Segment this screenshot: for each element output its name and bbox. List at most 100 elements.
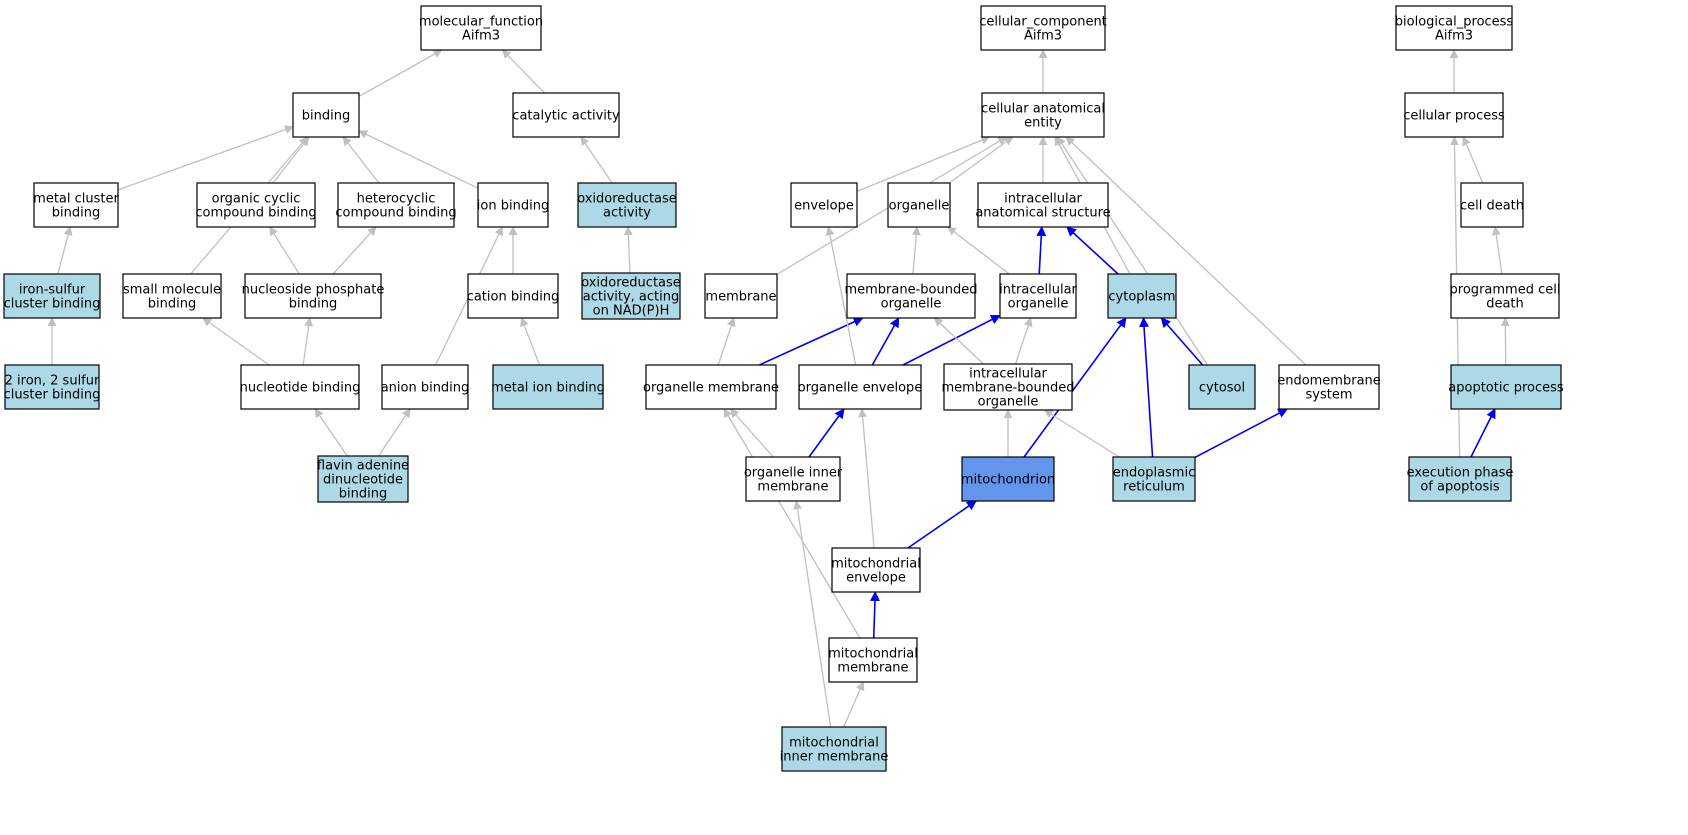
node-box-cc_root — [980, 5, 1106, 51]
node-ionbinding[interactable]: ion binding — [477, 182, 549, 228]
node-label-cc_root-line-1: Aifm3 — [1024, 29, 1062, 44]
node-cytoplasm[interactable]: cytoplasm — [1107, 273, 1177, 319]
node-label-oxidonadph-line-1: activity, acting — [583, 290, 680, 305]
node-box-envelope — [790, 182, 858, 228]
node-box-anion — [381, 364, 469, 410]
node-box-nucphos — [244, 273, 382, 319]
node-box-smallmol — [122, 273, 222, 319]
edge-binding-to-mf_root — [358, 49, 443, 98]
node-box-metalion — [492, 364, 604, 410]
node-organelle[interactable]: organelle — [887, 182, 951, 228]
edge-oxidonadph-to-oxido — [623, 226, 633, 274]
node-box-oxido — [577, 182, 677, 228]
node-binding[interactable]: binding — [292, 92, 360, 138]
node-box-cae — [981, 92, 1105, 138]
node-box-cellproc — [1404, 92, 1504, 138]
node-cation[interactable]: cation binding — [467, 273, 560, 319]
node-box-orgenv — [798, 364, 922, 410]
node-label-endomem-line-1: system — [1306, 388, 1353, 403]
node-envelope[interactable]: envelope — [790, 182, 858, 228]
node-label-mf_root-line-0: molecular_function — [419, 15, 543, 30]
node-mito[interactable]: mitochondrion — [961, 456, 1055, 502]
node-label-fad-line-1: dinucleotide — [323, 473, 403, 488]
edge-imbo-to-io — [1014, 317, 1033, 365]
node-label-organiccyclic-line-1: compound binding — [195, 206, 316, 221]
node-cytosol[interactable]: cytosol — [1188, 364, 1256, 410]
node-box-orgmem — [645, 364, 777, 410]
node-box-cytoplasm — [1107, 273, 1177, 319]
edge-ionbinding-to-binding — [358, 130, 479, 189]
node-celldeath[interactable]: cell death — [1460, 182, 1524, 228]
node-nucbinding[interactable]: nucleotide binding — [240, 364, 361, 410]
node-box-oxidonadph — [581, 272, 681, 320]
node-apoptotic[interactable]: apoptotic process — [1448, 364, 1564, 410]
node-label-ionbinding-line-0: ion binding — [477, 199, 549, 214]
edge-nucphos-to-heterocyclic — [332, 226, 377, 275]
node-box-mitoinner — [781, 726, 887, 772]
node-label-ias-line-1: anatomical structure — [975, 206, 1110, 221]
node-box-ironsulfur — [3, 273, 101, 319]
edge-catalytic-to-mf_root — [501, 49, 545, 94]
node-label-pcd-line-0: programmed cell — [1450, 283, 1561, 298]
edge-mitoinner-to-mitomem — [843, 681, 865, 728]
node-box-ias — [977, 182, 1109, 228]
edge-orgmem-to-mbo — [759, 317, 864, 366]
node-label-orgenv-line-0: organelle envelope — [798, 381, 923, 396]
node-cellproc[interactable]: cellular process — [1403, 92, 1505, 138]
edge-envelope-to-cae — [856, 135, 991, 193]
node-box-execphase — [1408, 456, 1512, 502]
node-box-mito — [961, 456, 1055, 502]
node-label-oxidonadph-line-2: on NAD(P)H — [593, 304, 670, 319]
edge-er-to-cytoplasm — [1139, 317, 1154, 458]
node-metalion[interactable]: metal ion binding — [491, 364, 605, 410]
node-orgmem[interactable]: organelle membrane — [643, 364, 779, 410]
node-anion[interactable]: anion binding — [381, 364, 470, 410]
edge-er-to-imbo — [1043, 409, 1120, 458]
node-box-cytosol — [1188, 364, 1256, 410]
node-membrane[interactable]: membrane — [704, 273, 778, 319]
node-label-mitomem-line-0: mitochondrial — [828, 647, 918, 662]
node-box-organelle — [887, 182, 951, 228]
node-label-cellproc-line-0: cellular process — [1403, 109, 1505, 124]
node-label-nucbinding-line-0: nucleotide binding — [240, 381, 361, 396]
node-box-catalytic — [512, 92, 620, 138]
node-catalytic[interactable]: catalytic activity — [512, 92, 620, 138]
node-box-mitoenv — [831, 547, 921, 593]
node-orgenv[interactable]: organelle envelope — [798, 364, 923, 410]
node-box-ionbinding — [477, 182, 549, 228]
node-box-fad — [317, 455, 409, 503]
edge-execphase-to-apoptotic — [1470, 408, 1496, 458]
node-label-cae-line-1: entity — [1024, 116, 1062, 131]
node-label-mbo-line-0: membrane-bounded — [844, 283, 977, 298]
edge-orgenv-to-mbo — [871, 317, 900, 366]
node-label-twoiron-line-1: cluster binding — [4, 388, 101, 403]
edge-oim-to-orgmem — [730, 408, 774, 458]
